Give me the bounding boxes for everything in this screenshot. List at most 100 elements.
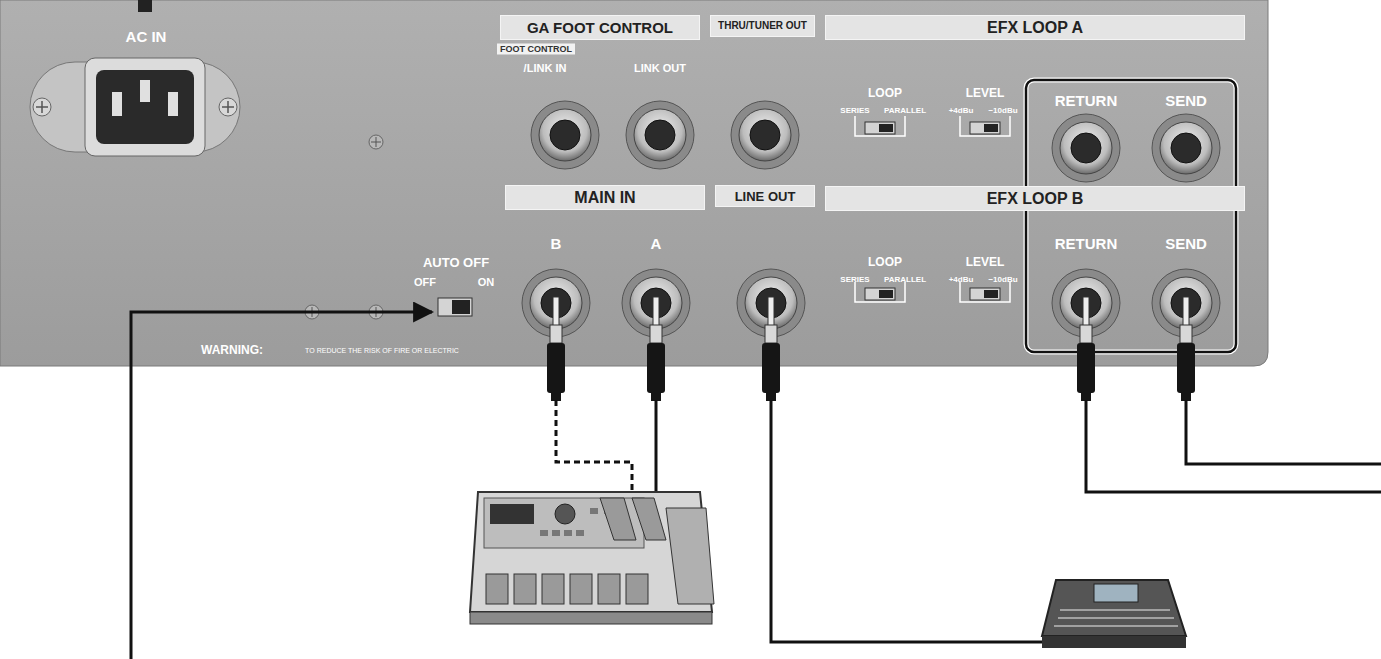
plug <box>547 297 565 401</box>
jack-socket <box>626 101 694 169</box>
plug-sleeve <box>650 325 662 343</box>
jack-ring <box>626 101 694 169</box>
auto-off-switch <box>438 298 472 316</box>
plug-sleeve <box>1080 325 1092 343</box>
section-header: EFX LOOP A <box>825 15 1245 40</box>
jack-hole <box>550 120 580 150</box>
switch-bracket <box>960 282 1010 302</box>
slide-switch <box>960 116 1010 136</box>
jack-ring <box>1152 114 1220 182</box>
plug-sleeve <box>765 325 777 343</box>
switch-knob <box>984 290 998 298</box>
plug-body <box>547 343 565 393</box>
jack-nut <box>1060 277 1112 329</box>
panel-label: AC IN <box>126 29 167 44</box>
plug-strain-relief <box>1181 391 1191 401</box>
jack-label: +4dBu <box>949 276 974 284</box>
switch-knob <box>879 124 893 132</box>
ac-inlet <box>30 58 240 156</box>
section-header: THRU/TUNER OUT <box>710 15 815 37</box>
plug-tip <box>1083 297 1089 327</box>
cable <box>1086 400 1381 492</box>
panel-part <box>138 0 152 12</box>
jack-hole <box>750 120 780 150</box>
jack-nut <box>634 109 686 161</box>
plug <box>1077 297 1095 401</box>
jack-nut <box>739 109 791 161</box>
jack-nut <box>530 277 582 329</box>
plug-strain-relief <box>1081 391 1091 401</box>
plug-strain-relief <box>766 391 776 401</box>
screw <box>305 135 383 319</box>
switch-body <box>970 122 1000 134</box>
cable <box>771 400 1042 642</box>
jack-hole <box>1071 133 1101 163</box>
jack-label: −10dBu <box>988 107 1017 115</box>
plug-tip <box>553 297 559 327</box>
switch-body <box>865 122 895 134</box>
plug-body <box>762 343 780 393</box>
jack-nut <box>1060 122 1112 174</box>
panel-section: LINE OUT <box>715 183 815 353</box>
jack-label: LEVEL <box>966 87 1005 99</box>
jack-ring <box>731 101 799 169</box>
panel-section: THRU/TUNER OUT <box>710 12 815 182</box>
plug-body <box>1177 343 1195 393</box>
jack-nut <box>1160 277 1212 329</box>
switch-body <box>970 288 1000 300</box>
section-header: GA FOOT CONTROL <box>500 15 700 40</box>
jack-label: PARALLEL <box>884 276 926 284</box>
switch-bracket <box>855 282 905 302</box>
panel-section: EFX LOOP A LOOP SERIES PARALLEL LEVEL +4dBu −1… <box>825 12 1245 182</box>
plug <box>762 297 780 401</box>
highlight-frame <box>1026 80 1236 352</box>
jack-hole <box>1171 133 1201 163</box>
pointer-arrow <box>131 312 432 659</box>
jack-label: SEND <box>1165 236 1207 251</box>
jack-socket <box>1152 114 1220 182</box>
jack-label: +4dBu <box>949 107 974 115</box>
jack-label: SERIES <box>840 276 869 284</box>
jack-nut <box>630 277 682 329</box>
jack-label: LOOP <box>868 87 902 99</box>
panel-section: EFX LOOP BLOOPSERIESPARALLELLEVEL+4dBu−1… <box>825 183 1245 353</box>
slide-switch <box>960 282 1010 302</box>
jack-socket <box>531 101 599 169</box>
jack-label: −10dBu <box>988 276 1017 284</box>
jack-nut <box>745 277 797 329</box>
slide-switch <box>855 282 905 302</box>
plug-tip <box>768 297 774 327</box>
switch-body <box>865 288 895 300</box>
section-header: LINE OUT <box>715 185 815 207</box>
cable <box>131 312 1381 659</box>
panel-label: TO REDUCE THE RISK OF FIRE OR ELECTRIC <box>305 347 459 354</box>
jack-label: /LINK IN <box>524 63 567 74</box>
plug-body <box>647 343 665 393</box>
jack-hole <box>645 120 675 150</box>
plug-sleeve <box>550 325 562 343</box>
cable <box>655 400 658 492</box>
jack-label: RETURN <box>1055 93 1118 108</box>
jack-label: A <box>651 236 662 251</box>
jack-ring <box>531 101 599 169</box>
jack-label: FOOT CONTROL <box>497 44 575 55</box>
jack-label: SERIES <box>840 107 869 115</box>
panel-section: GA FOOT CONTROL FOOT CONTROL/LINK IN LINK … <box>500 12 700 182</box>
jack-label: LEVEL <box>966 256 1005 268</box>
jack-label: RETURN <box>1055 236 1118 251</box>
jack-label: LINK OUT <box>634 63 686 74</box>
panel-label: ON <box>478 277 495 288</box>
switch-knob <box>879 290 893 298</box>
jack-socket <box>1052 114 1120 182</box>
cable <box>556 400 632 492</box>
section-header: MAIN IN <box>505 185 705 210</box>
plug <box>647 297 665 401</box>
jack-socket <box>731 101 799 169</box>
panel-section: MAIN IN B A <box>505 183 705 353</box>
jack-label: PARALLEL <box>884 107 926 115</box>
multi-effects-pedal <box>470 492 714 624</box>
jack-label: B <box>551 236 562 251</box>
section-header: EFX LOOP B <box>825 186 1245 211</box>
plug <box>1177 297 1195 401</box>
jack-nut <box>1160 122 1212 174</box>
